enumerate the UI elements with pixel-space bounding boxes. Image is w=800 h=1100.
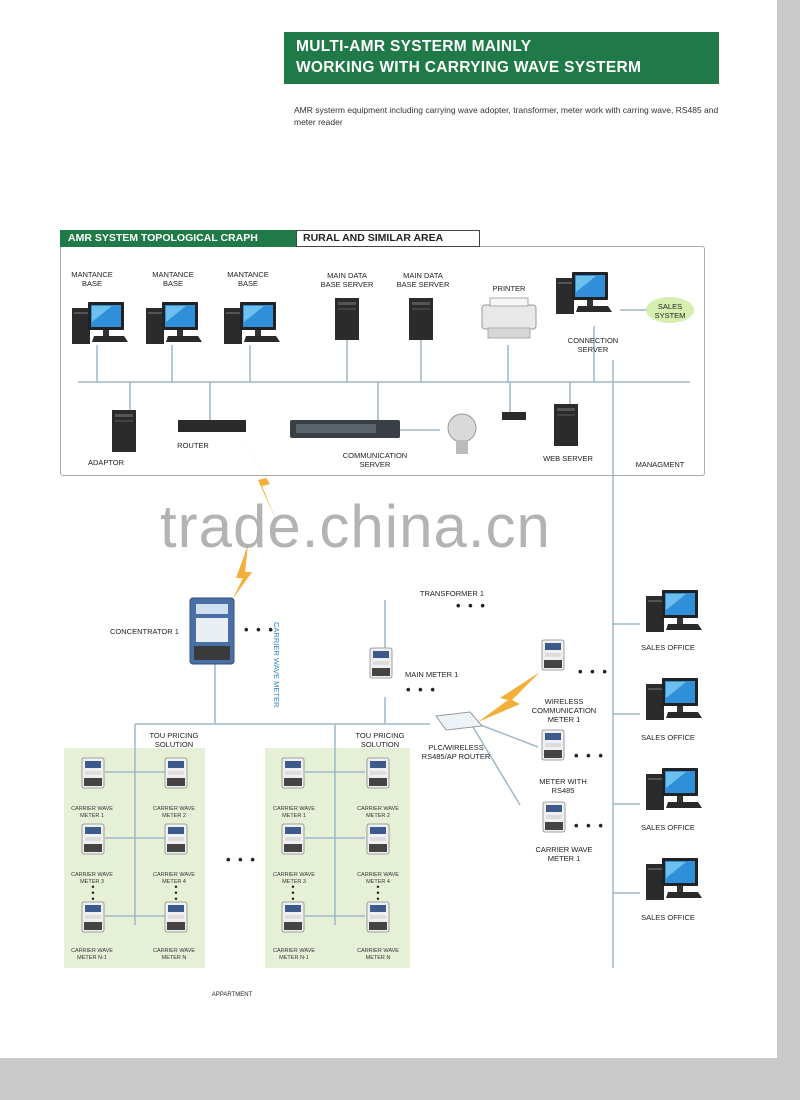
connection-server-label: CONNECTION SERVER bbox=[567, 336, 619, 354]
meter-label-left-5: CARRIER WAVE METER N-1 bbox=[71, 948, 113, 961]
meter-label-right-3: CARRIER WAVE METER 3 bbox=[273, 872, 315, 885]
mantance-base-label-3: MANTANCE BASE bbox=[227, 270, 269, 288]
brochure-page: MULTI-AMR SYSTERM MAINLY WORKING WITH CA… bbox=[0, 0, 777, 1058]
meter-label-left-2: CARRIER WAVE METER 2 bbox=[153, 806, 195, 819]
mantance-base-label-1: MANTANCE BASE bbox=[71, 270, 113, 288]
ellipsis-transformer: • • • bbox=[456, 598, 487, 613]
managment-label: MANAGMENT bbox=[635, 460, 685, 469]
meter-label-left-3: CARRIER WAVE METER 3 bbox=[71, 872, 113, 885]
router-label: ROUTER bbox=[177, 441, 209, 450]
meter-label-right-6: CARRIER WAVE METER N bbox=[357, 948, 399, 961]
title-banner: MULTI-AMR SYSTERM MAINLY WORKING WITH CA… bbox=[284, 32, 719, 84]
vertical-ellipsis: ••• bbox=[376, 882, 380, 904]
title-line-1: MULTI-AMR SYSTERM MAINLY bbox=[296, 38, 532, 55]
sales-office-label-1: SALES OFFICE bbox=[641, 643, 695, 652]
meter-label-right-5: CARRIER WAVE METER N-1 bbox=[273, 948, 315, 961]
meter-label-left-6: CARRIER WAVE METER N bbox=[153, 948, 195, 961]
main-meter-label: MAIN METER 1 bbox=[405, 670, 459, 679]
meter-label-right-1: CARRIER WAVE METER 1 bbox=[273, 806, 315, 819]
vertical-ellipsis: ••• bbox=[174, 882, 178, 904]
tou-pricing-label-2: TOU PRICING SOLUTION bbox=[355, 731, 405, 749]
ellipsis-apartments: • • • bbox=[226, 852, 257, 867]
transformer-label: TRANSFORMER 1 bbox=[419, 589, 485, 598]
sales-office-label-3: SALES OFFICE bbox=[641, 823, 695, 832]
sales-system-label: SALES SYSTEM bbox=[654, 302, 686, 320]
vertical-ellipsis: ••• bbox=[291, 882, 295, 904]
wireless-meter-label: WIRELESS COMMUNICATION METER 1 bbox=[531, 697, 597, 724]
main-data-server-label-1: MAIN DATA BASE SERVER bbox=[320, 271, 374, 289]
carrier-wave-meter-vertical-label: CARRIER WAVE METER bbox=[272, 622, 281, 708]
watermark: trade.china.cn bbox=[160, 493, 551, 560]
meter-label-right-4: CARRIER WAVE METER 4 bbox=[357, 872, 399, 885]
printer-label: PRINTER bbox=[492, 284, 526, 293]
ellipsis-carrier: • • • bbox=[574, 818, 605, 833]
title-line-2: WORKING WITH CARRYING WAVE SYSTERM bbox=[296, 59, 642, 76]
vertical-ellipsis: ••• bbox=[91, 882, 95, 904]
web-server-label: WEB SERVER bbox=[543, 454, 593, 463]
carrier-wave-meter-label: CARRIER WAVE METER 1 bbox=[535, 845, 593, 863]
description: AMR systerm equipment including carrying… bbox=[294, 105, 719, 127]
apartment-label: APPARTMENT bbox=[211, 992, 253, 998]
adaptor-label: ADAPTOR bbox=[87, 458, 125, 467]
ellipsis-main-meter: • • • bbox=[406, 682, 437, 697]
tab-area: RURAL AND SIMILAR AREA bbox=[296, 230, 480, 247]
tou-pricing-label-1: TOU PRICING SOLUTION bbox=[149, 731, 199, 749]
ellipsis-wireless: • • • bbox=[578, 664, 609, 679]
sales-office-label-4: SALES OFFICE bbox=[641, 913, 695, 922]
main-data-server-label-2: MAIN DATA BASE SERVER bbox=[396, 271, 450, 289]
mantance-base-label-2: MANTANCE BASE bbox=[152, 270, 194, 288]
meter-rs485-label: METER WITH RS485 bbox=[539, 777, 587, 795]
meter-label-left-1: CARRIER WAVE METER 1 bbox=[71, 806, 113, 819]
meter-label-left-4: CARRIER WAVE METER 4 bbox=[153, 872, 195, 885]
ellipsis-concentrator: • • • bbox=[244, 622, 275, 637]
topology-diagram bbox=[72, 272, 702, 968]
meter-label-right-2: CARRIER WAVE METER 2 bbox=[357, 806, 399, 819]
ellipsis-rs485: • • • bbox=[574, 748, 605, 763]
tab-topology: AMR SYSTEM TOPOLOGICAL CRAPH bbox=[60, 230, 296, 247]
communication-server-label: COMMUNICATION SERVER bbox=[342, 451, 408, 469]
sales-office-label-2: SALES OFFICE bbox=[641, 733, 695, 742]
concentrator-label: CONCENTRATOR 1 bbox=[110, 627, 179, 636]
plc-router-label: PLC/WIRELESS RS485/AP ROUTER bbox=[421, 743, 491, 761]
